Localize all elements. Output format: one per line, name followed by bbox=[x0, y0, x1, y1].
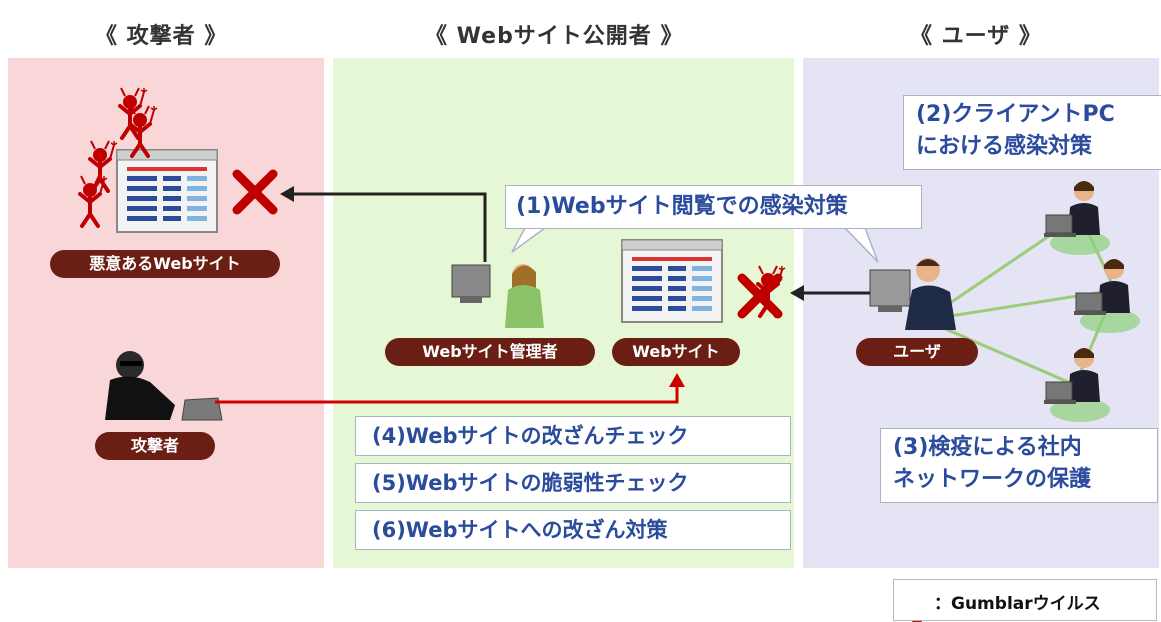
label-site-admin: Webサイト管理者 bbox=[385, 338, 595, 366]
measure-2-box: (2)クライアントPC における感染対策 bbox=[903, 95, 1161, 170]
label-website: Webサイト bbox=[612, 338, 740, 366]
label-attacker: 攻撃者 bbox=[95, 432, 215, 460]
measure-3-box: (3)検疫による社内 ネットワークの保護 bbox=[880, 428, 1158, 503]
malicious-site-graphic bbox=[78, 86, 273, 233]
attacker-figure bbox=[105, 351, 223, 421]
measure-6-text: (6)Webサイトへの改ざん対策 bbox=[372, 518, 668, 542]
measure-1-callout: (1)Webサイト閲覧での感染対策 bbox=[505, 185, 922, 229]
network-user-1 bbox=[1043, 180, 1111, 256]
site-admin-figure bbox=[451, 264, 544, 328]
measure-3-line1: (3)検疫による社内 bbox=[893, 435, 1082, 460]
network-user-3 bbox=[1043, 347, 1111, 423]
arrow-admin-to-malicious-site bbox=[280, 186, 487, 262]
arrow-user-to-website bbox=[790, 285, 870, 301]
measure-4-box: (4)Webサイトの改ざんチェック bbox=[355, 416, 791, 456]
measure-6-box: (6)Webサイトへの改ざん対策 bbox=[355, 510, 791, 550]
header-attacker: 《 攻撃者 》 bbox=[95, 24, 228, 49]
measure-2-line2: における感染対策 bbox=[916, 134, 1093, 159]
user-figure bbox=[869, 258, 956, 330]
measure-5-text: (5)Webサイトの脆弱性チェック bbox=[372, 471, 689, 495]
header-publisher: 《 Webサイト公開者 》 bbox=[425, 24, 684, 49]
attacker-panel bbox=[8, 58, 324, 568]
arrow-attacker-to-website bbox=[215, 373, 685, 404]
measure-3-line2: ネットワークの保護 bbox=[893, 467, 1092, 492]
legend-text: ：Gumblarウイルス bbox=[934, 594, 1101, 614]
measure-4-text: (4)Webサイトの改ざんチェック bbox=[372, 424, 689, 448]
measure-1-text: (1)Webサイト閲覧での感染対策 bbox=[516, 194, 848, 219]
measure-5-box: (5)Webサイトの脆弱性チェック bbox=[355, 463, 791, 503]
legend: ：Gumblarウイルス bbox=[893, 579, 1157, 621]
network-user-2 bbox=[1073, 258, 1141, 334]
header-user: 《 ユーザ 》 bbox=[910, 24, 1042, 49]
label-malicious-site: 悪意あるWebサイト bbox=[50, 250, 280, 278]
website-graphic bbox=[621, 239, 787, 323]
label-user: ユーザ bbox=[856, 338, 978, 366]
measure-2-line1: (2)クライアントPC bbox=[916, 102, 1115, 127]
